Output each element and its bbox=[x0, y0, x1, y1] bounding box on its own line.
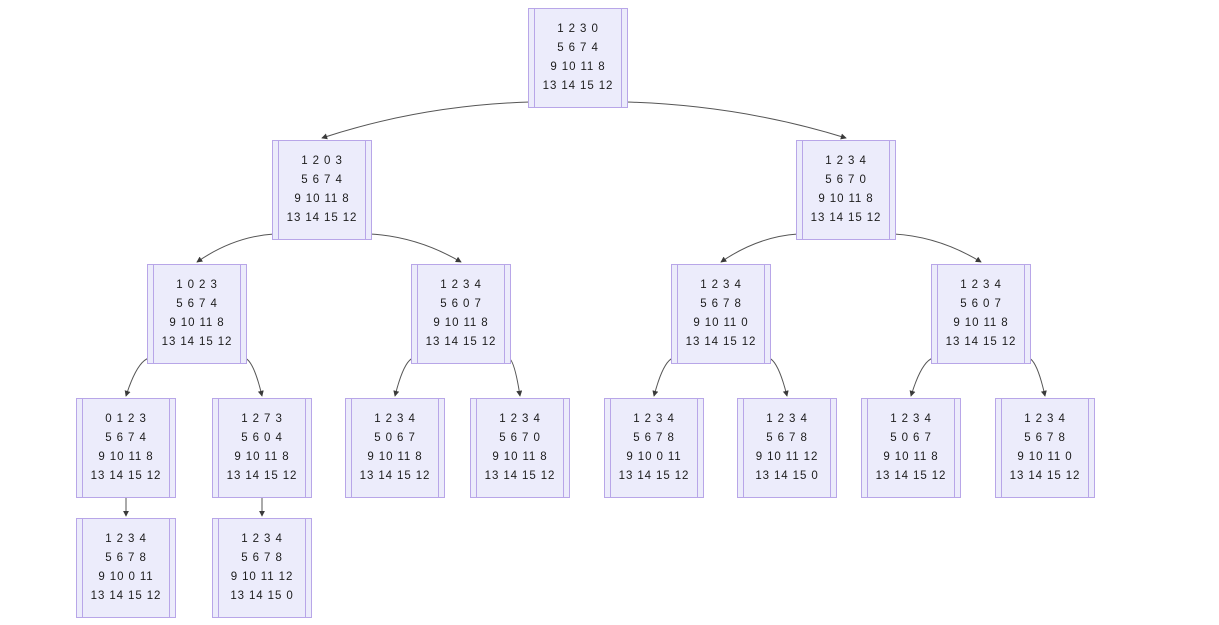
tree-edge bbox=[768, 357, 789, 397]
tree-node-row: 13 14 15 12 bbox=[1009, 470, 1081, 482]
tree-node-row: 13 14 15 12 bbox=[90, 590, 162, 602]
tree-node-row: 9 10 11 0 bbox=[693, 317, 749, 329]
tree-node[interactable]: 1 2 3 4 5 0 6 7 9 10 11 8 13 14 15 12 bbox=[861, 398, 961, 498]
tree-node[interactable]: 1 2 3 4 5 6 7 8 9 10 11 0 13 14 15 12 bbox=[995, 398, 1095, 498]
tree-node-row: 5 6 7 8 bbox=[1024, 432, 1066, 444]
tree-node-row: 5 6 7 4 bbox=[301, 174, 343, 186]
tree-node-row: 9 10 11 8 bbox=[818, 193, 874, 205]
tree-node-row: 13 14 15 0 bbox=[755, 470, 819, 482]
tree-node-row: 13 14 15 12 bbox=[542, 80, 614, 92]
tree-node-row: 5 6 7 0 bbox=[825, 174, 867, 186]
tree-node[interactable]: 1 2 7 3 5 6 0 4 9 10 11 8 13 14 15 12 bbox=[212, 398, 312, 498]
tree-node-row: 9 10 11 8 bbox=[367, 451, 423, 463]
tree-node-row: 1 2 3 4 bbox=[1024, 413, 1066, 425]
tree-edge bbox=[369, 233, 462, 263]
tree-node-row: 1 2 3 4 bbox=[374, 413, 416, 425]
tree-edge bbox=[196, 233, 275, 263]
tree-node[interactable]: 1 0 2 3 5 6 7 4 9 10 11 8 13 14 15 12 bbox=[147, 264, 247, 364]
tree-node-row: 9 10 0 11 bbox=[626, 451, 682, 463]
tree-node-row: 1 2 0 3 bbox=[301, 155, 343, 167]
tree-node[interactable]: 0 1 2 3 5 6 7 4 9 10 11 8 13 14 15 12 bbox=[76, 398, 176, 498]
tree-node-row: 1 2 3 4 bbox=[890, 413, 932, 425]
tree-edge bbox=[625, 101, 847, 140]
tree-node-row: 9 10 11 8 bbox=[98, 451, 154, 463]
tree-node-row: 1 0 2 3 bbox=[176, 279, 218, 291]
tree-edge bbox=[321, 101, 531, 140]
tree-node-row: 9 10 11 0 bbox=[1017, 451, 1073, 463]
tree-node-row: 9 10 11 12 bbox=[230, 571, 294, 583]
tree-node[interactable]: 1 2 3 4 5 0 6 7 9 10 11 8 13 14 15 12 bbox=[345, 398, 445, 498]
tree-node-row: 5 6 0 7 bbox=[960, 298, 1002, 310]
tree-node-row: 9 10 11 8 bbox=[433, 317, 489, 329]
tree-edge bbox=[1028, 357, 1047, 397]
tree-edge bbox=[244, 357, 264, 397]
tree-node-row: 13 14 15 12 bbox=[161, 336, 233, 348]
tree-node-row: 1 2 3 4 bbox=[825, 155, 867, 167]
tree-node-row: 9 10 11 8 bbox=[492, 451, 548, 463]
tree-node-row: 13 14 15 12 bbox=[286, 212, 358, 224]
tree-node-row: 5 6 7 8 bbox=[105, 552, 147, 564]
tree-node-row: 5 6 7 8 bbox=[633, 432, 675, 444]
tree-node[interactable]: 1 2 3 4 5 6 7 8 9 10 11 12 13 14 15 0 bbox=[737, 398, 837, 498]
tree-node[interactable]: 1 2 3 0 5 6 7 4 9 10 11 8 13 14 15 12 bbox=[528, 8, 628, 108]
tree-node[interactable]: 1 2 3 4 5 6 7 8 9 10 0 11 13 14 15 12 bbox=[76, 518, 176, 618]
tree-node-row: 1 2 3 4 bbox=[241, 533, 283, 545]
tree-edge bbox=[893, 233, 982, 263]
tree-node[interactable]: 1 2 3 4 5 6 7 0 9 10 11 8 13 14 15 12 bbox=[796, 140, 896, 240]
tree-node-row: 9 10 11 8 bbox=[883, 451, 939, 463]
tree-edge bbox=[720, 233, 799, 263]
tree-node-row: 1 2 3 4 bbox=[499, 413, 541, 425]
tree-node[interactable]: 1 2 3 4 5 6 0 7 9 10 11 8 13 14 15 12 bbox=[411, 264, 511, 364]
tree-node-row: 13 14 15 0 bbox=[230, 590, 294, 602]
tree-node-row: 9 10 11 12 bbox=[755, 451, 819, 463]
tree-node-row: 9 10 11 8 bbox=[953, 317, 1009, 329]
tree-node-row: 13 14 15 12 bbox=[425, 336, 497, 348]
tree-node-row: 1 2 3 4 bbox=[960, 279, 1002, 291]
tree-node-row: 5 6 0 7 bbox=[440, 298, 482, 310]
tree-node-row: 5 0 6 7 bbox=[890, 432, 932, 444]
tree-node-row: 1 2 3 4 bbox=[766, 413, 808, 425]
tree-node-row: 5 6 7 8 bbox=[241, 552, 283, 564]
tree-node-row: 1 2 3 4 bbox=[105, 533, 147, 545]
tree-node-row: 9 10 11 8 bbox=[294, 193, 350, 205]
tree-node-row: 5 6 7 4 bbox=[557, 42, 599, 54]
tree-node-row: 5 6 7 8 bbox=[766, 432, 808, 444]
tree-node-row: 13 14 15 12 bbox=[810, 212, 882, 224]
tree-node[interactable]: 1 2 3 4 5 6 0 7 9 10 11 8 13 14 15 12 bbox=[931, 264, 1031, 364]
tree-node-row: 5 6 7 8 bbox=[700, 298, 742, 310]
tree-node[interactable]: 1 2 3 4 5 6 7 8 9 10 11 12 13 14 15 0 bbox=[212, 518, 312, 618]
tree-node-row: 9 10 0 11 bbox=[98, 571, 154, 583]
tree-edge bbox=[124, 357, 150, 397]
tree-node-row: 13 14 15 12 bbox=[484, 470, 556, 482]
tree-node-row: 5 6 7 4 bbox=[176, 298, 218, 310]
tree-node-row: 13 14 15 12 bbox=[226, 470, 298, 482]
tree-node-row: 13 14 15 12 bbox=[90, 470, 162, 482]
tree-node-row: 1 2 7 3 bbox=[241, 413, 283, 425]
tree-node-row: 9 10 11 8 bbox=[234, 451, 290, 463]
tree-node-row: 5 6 0 4 bbox=[241, 432, 283, 444]
tree-node-row: 13 14 15 12 bbox=[359, 470, 431, 482]
tree-node-row: 9 10 11 8 bbox=[550, 61, 606, 73]
tree-node[interactable]: 1 2 3 4 5 6 7 8 9 10 11 0 13 14 15 12 bbox=[671, 264, 771, 364]
tree-node[interactable]: 1 2 3 4 5 6 7 8 9 10 0 11 13 14 15 12 bbox=[604, 398, 704, 498]
tree-node-row: 13 14 15 12 bbox=[618, 470, 690, 482]
tree-node-row: 5 0 6 7 bbox=[374, 432, 416, 444]
tree-node-row: 9 10 11 8 bbox=[169, 317, 225, 329]
tree-node-row: 1 2 3 4 bbox=[440, 279, 482, 291]
tree-node-row: 1 2 3 0 bbox=[557, 23, 599, 35]
tree-node-row: 5 6 7 4 bbox=[105, 432, 147, 444]
tree-node[interactable]: 1 2 3 4 5 6 7 0 9 10 11 8 13 14 15 12 bbox=[470, 398, 570, 498]
tree-node-row: 5 6 7 0 bbox=[499, 432, 541, 444]
tree-node[interactable]: 1 2 0 3 5 6 7 4 9 10 11 8 13 14 15 12 bbox=[272, 140, 372, 240]
tree-node-row: 0 1 2 3 bbox=[105, 413, 147, 425]
tree-node-row: 13 14 15 12 bbox=[945, 336, 1017, 348]
tree-node-row: 1 2 3 4 bbox=[633, 413, 675, 425]
tree-edge bbox=[909, 357, 934, 397]
tree-node-row: 1 2 3 4 bbox=[700, 279, 742, 291]
tree-node-row: 13 14 15 12 bbox=[685, 336, 757, 348]
tree-node-row: 13 14 15 12 bbox=[875, 470, 947, 482]
